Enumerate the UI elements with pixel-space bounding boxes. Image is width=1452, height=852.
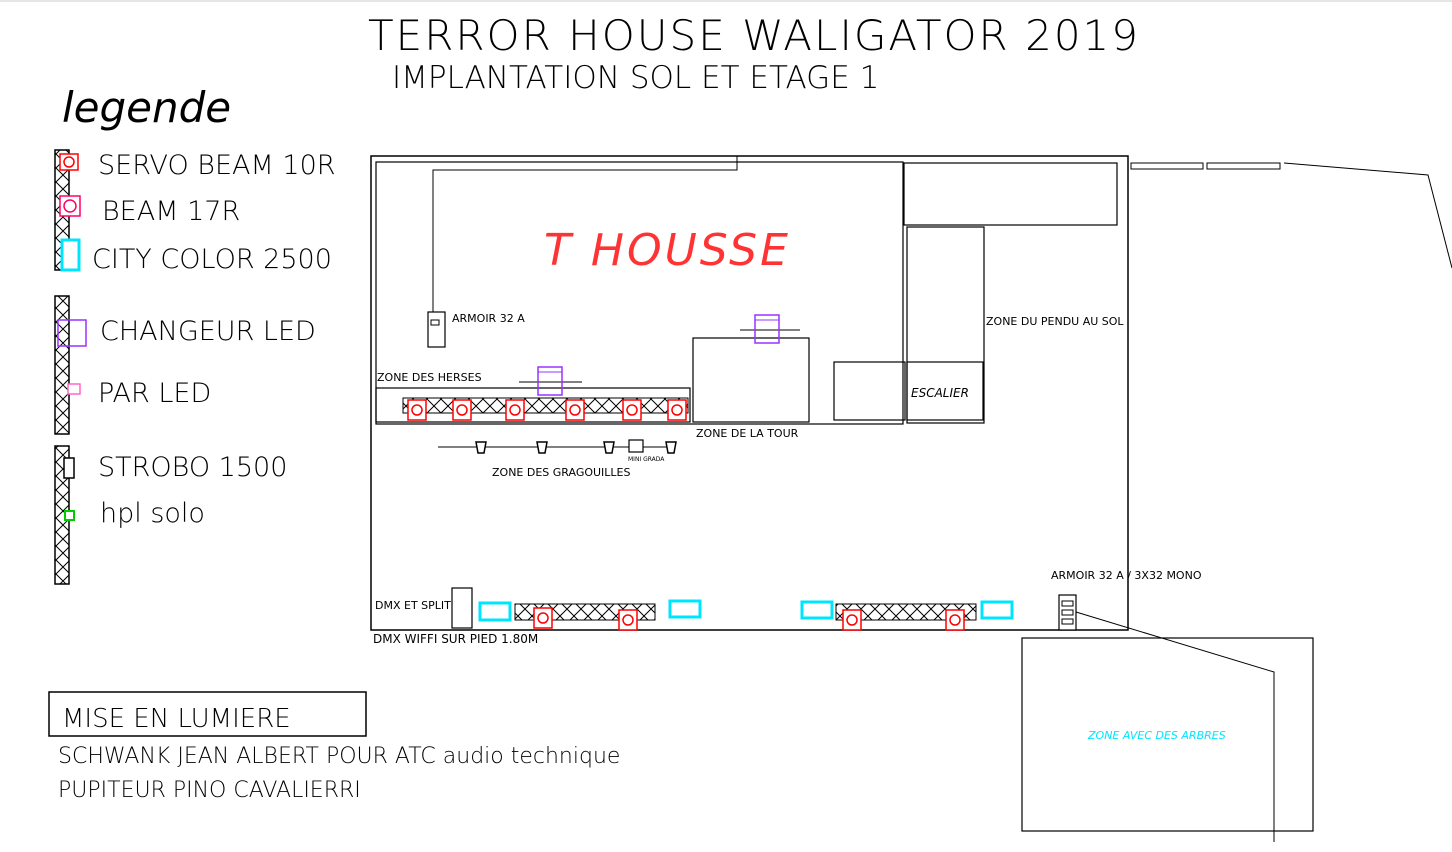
- zone-tour-label: ZONE DE LA TOUR: [696, 427, 799, 440]
- servo-beam-icon: [407, 399, 427, 421]
- changeur-led-icon: [57, 319, 87, 347]
- pendu-zone: [906, 226, 985, 424]
- credits-box-title: MISE EN LUMIERE: [62, 704, 291, 734]
- legend-label-hpl: hpl solo: [100, 498, 205, 529]
- armoir-1-label: ARMOIR 32 A: [452, 312, 525, 325]
- city-color-icon: [478, 601, 512, 622]
- hpl-icon: [64, 510, 75, 521]
- legend-truss-2: [54, 295, 70, 435]
- servo-beam-icon: [667, 399, 687, 421]
- zone-herses-label: ZONE DES HERSES: [377, 371, 482, 384]
- trees-zone: [1021, 637, 1314, 832]
- small-room-box: [833, 361, 906, 421]
- par-led-icon: [67, 383, 81, 395]
- armoir-2-box: [1058, 594, 1077, 631]
- servo-beam-icon: [505, 399, 525, 421]
- servo-beam-icon: [565, 399, 585, 421]
- bottom-left-truss: [514, 603, 656, 631]
- dmx-wifi-label: DMX WIFFI SUR PIED 1.80M: [373, 632, 538, 646]
- gragouilles-rig: [438, 439, 677, 454]
- external-fence-line: [1283, 162, 1452, 269]
- changeur-led-icon: [740, 314, 800, 344]
- armoir-1-box: [427, 311, 446, 348]
- spot-icon: [603, 441, 615, 454]
- escalier-box: [906, 361, 984, 421]
- credits-line-2: PUPITEUR PINO CAVALIERRI: [58, 778, 361, 803]
- room-label: T HOUSSE: [544, 225, 791, 276]
- herses-servo-beams: [407, 399, 687, 421]
- beam-icon: [59, 195, 81, 217]
- diagram-title: TERROR HOUSE WALIGATOR 2019: [368, 11, 1140, 60]
- external-bar-2: [1206, 162, 1281, 170]
- servo-beam-icon: [533, 607, 553, 629]
- servo-beam-icon: [945, 609, 965, 631]
- escalier-label: ESCALIER: [911, 386, 969, 400]
- diagram-subtitle: IMPLANTATION SOL ET ETAGE 1: [392, 60, 879, 96]
- legend-label-par-led: PAR LED: [98, 378, 211, 409]
- armoir-2-label: ARMOIR 32 A / 3X32 MONO: [1051, 569, 1202, 582]
- main-plan-outline: [370, 155, 1129, 631]
- legend-label-servo-beam: SERVO BEAM 10R: [98, 150, 336, 181]
- servo-beam-icon: [618, 609, 638, 631]
- city-color-icon: [60, 238, 81, 272]
- dmx-splitter-box: [451, 587, 473, 629]
- upper-right-zone: [903, 162, 1118, 226]
- city-color-icon: [800, 600, 834, 620]
- minigrada-label: MINI GRADA: [628, 456, 665, 463]
- spot-icon: [536, 441, 548, 454]
- zone-gragouilles-label: ZONE DES GRAGOUILLES: [492, 466, 631, 479]
- legend-label-beam: BEAM 17R: [102, 196, 240, 227]
- legend-label-changeur-led: CHANGEUR LED: [100, 316, 316, 347]
- bottom-right-truss: [835, 603, 977, 631]
- servo-beam-icon: [622, 399, 642, 421]
- tower-block: [692, 337, 810, 423]
- legend-heading: legende: [62, 83, 231, 132]
- dmx-spliter-label: DMX ET SPLITER: [375, 599, 466, 612]
- zone-pendu-label: ZONE DU PENDU AU SOL: [986, 315, 1124, 328]
- changeur-led-icon: [519, 366, 582, 396]
- power-cable-1: [432, 156, 738, 312]
- external-bar-1: [1130, 162, 1204, 170]
- legend-label-city-color: CITY COLOR 2500: [92, 244, 332, 275]
- city-color-icon: [980, 600, 1014, 620]
- trees-zone-label: ZONE AVEC DES ARBRES: [1087, 729, 1226, 742]
- legend-label-strobo: STROBO 1500: [98, 452, 287, 483]
- strobo-icon: [63, 457, 75, 479]
- servo-beam-icon: [59, 153, 79, 171]
- city-color-icon: [668, 599, 702, 619]
- credits-line-1: SCHWANK JEAN ALBERT POUR ATC audio techn…: [58, 744, 620, 769]
- power-cable-2: [1075, 611, 1275, 842]
- herses-truss: [375, 387, 691, 423]
- servo-beam-icon: [452, 399, 472, 421]
- minigrada-box: [628, 439, 644, 453]
- servo-beam-icon: [842, 609, 862, 631]
- credits-box: [48, 691, 367, 737]
- spot-icon: [665, 441, 677, 454]
- spot-icon: [475, 441, 487, 454]
